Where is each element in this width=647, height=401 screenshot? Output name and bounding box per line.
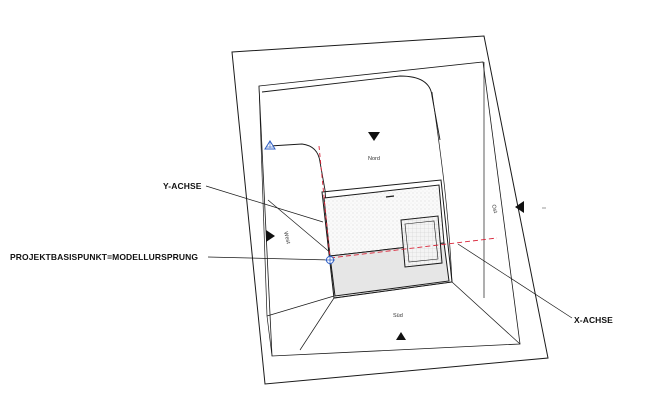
north-label: Nord xyxy=(368,156,380,162)
project-base-point-icon[interactable] xyxy=(325,255,335,265)
access-road xyxy=(269,143,331,263)
x-axis-callout: X-ACHSE xyxy=(574,315,613,325)
south-marker-icon[interactable] xyxy=(396,332,406,340)
east-label: Ost xyxy=(490,204,498,214)
east-marker-icon[interactable] xyxy=(515,201,524,213)
x-axis-line xyxy=(329,237,498,259)
leader-lines xyxy=(205,185,573,319)
building-grid-box xyxy=(400,215,443,268)
access-road-curve xyxy=(261,75,441,141)
south-label: Süd xyxy=(393,313,403,319)
outer-plot-boundary xyxy=(231,35,549,385)
north-marker-icon[interactable] xyxy=(368,132,380,141)
y-axis-callout: Y-ACHSE xyxy=(163,181,202,191)
y-axis-line xyxy=(318,145,331,259)
west-marker-icon[interactable] xyxy=(266,230,275,242)
project-base-point-callout: PROJEKTBASISPUNKT=MODELLURSPRUNG xyxy=(10,252,199,262)
survey-point-icon[interactable] xyxy=(264,140,276,150)
building-marker xyxy=(385,195,395,198)
west-label: West xyxy=(282,231,291,245)
